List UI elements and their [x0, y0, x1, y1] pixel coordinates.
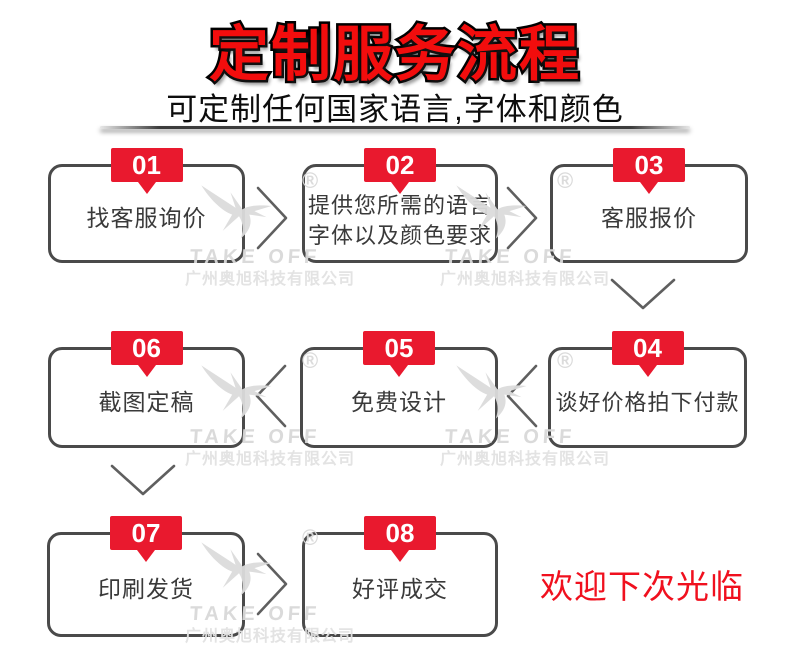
watermark-company-text: 广州奥旭科技有限公司 — [184, 451, 355, 468]
arrow-right-icon — [256, 186, 290, 250]
step-label-07: 印刷发货 — [98, 575, 194, 602]
step-number-badge-06: 06 — [110, 331, 183, 365]
step-box-04: 04 谈好价格拍下付款 — [548, 331, 747, 448]
step-label-01: 找客服询价 — [86, 204, 207, 231]
watermark-company-text: 广州奥旭科技有限公司 — [439, 451, 610, 468]
step-number: 01 — [132, 150, 161, 180]
step-number-badge-03: 03 — [613, 148, 685, 182]
arrow-right-icon — [256, 552, 290, 616]
header-divider — [100, 126, 690, 129]
step-label-04: 谈好价格拍下付款 — [555, 389, 740, 415]
step-box-01: 01 找客服询价 — [48, 148, 245, 263]
step-number-badge-07: 07 — [110, 516, 182, 550]
step-box-07: 07 印刷发货 — [47, 516, 245, 637]
step-number-badge-02: 02 — [364, 148, 436, 182]
step-number-badge-01: 01 — [110, 148, 183, 182]
arrow-right-icon — [506, 186, 540, 250]
closing-text: 欢迎下次光临 — [540, 568, 744, 605]
step-number-badge-04: 04 — [611, 331, 684, 365]
step-number-badge-08: 08 — [364, 516, 436, 550]
step-box-03: 03 客服报价 — [550, 148, 748, 263]
arrow-down-icon — [610, 278, 676, 312]
watermark-company-text: 广州奥旭科技有限公司 — [439, 271, 610, 288]
page-title: 定制服务流程 — [207, 19, 582, 91]
step-number: 05 — [384, 333, 414, 363]
step-box-05: 05 免费设计 — [300, 331, 498, 448]
step-label-03: 客服报价 — [601, 204, 697, 231]
step-label-08: 好评成交 — [352, 575, 448, 602]
arrow-down-icon — [110, 464, 176, 498]
step-number: 08 — [385, 518, 415, 548]
page-subtitle: 可定制任何国家语言,字体和颜色 — [166, 92, 624, 127]
step-box-08: 08 好评成交 — [302, 516, 498, 637]
step-number: 03 — [634, 150, 664, 180]
step-label-05: 免费设计 — [351, 388, 447, 415]
step-number: 07 — [131, 518, 161, 548]
step-number: 04 — [633, 333, 662, 363]
arrow-left-icon — [504, 364, 538, 428]
step-number-badge-05: 05 — [363, 331, 435, 365]
step-number: 02 — [385, 150, 415, 180]
watermark-company-text: 广州奥旭科技有限公司 — [184, 271, 355, 288]
step-box-02: 02 提供您所需的语言 字体以及颜色要求 — [302, 148, 498, 263]
step-box-06: 06 截图定稿 — [48, 331, 245, 448]
arrow-left-icon — [253, 364, 287, 428]
step-label-06: 截图定稿 — [98, 388, 195, 415]
step-number: 06 — [132, 333, 161, 363]
